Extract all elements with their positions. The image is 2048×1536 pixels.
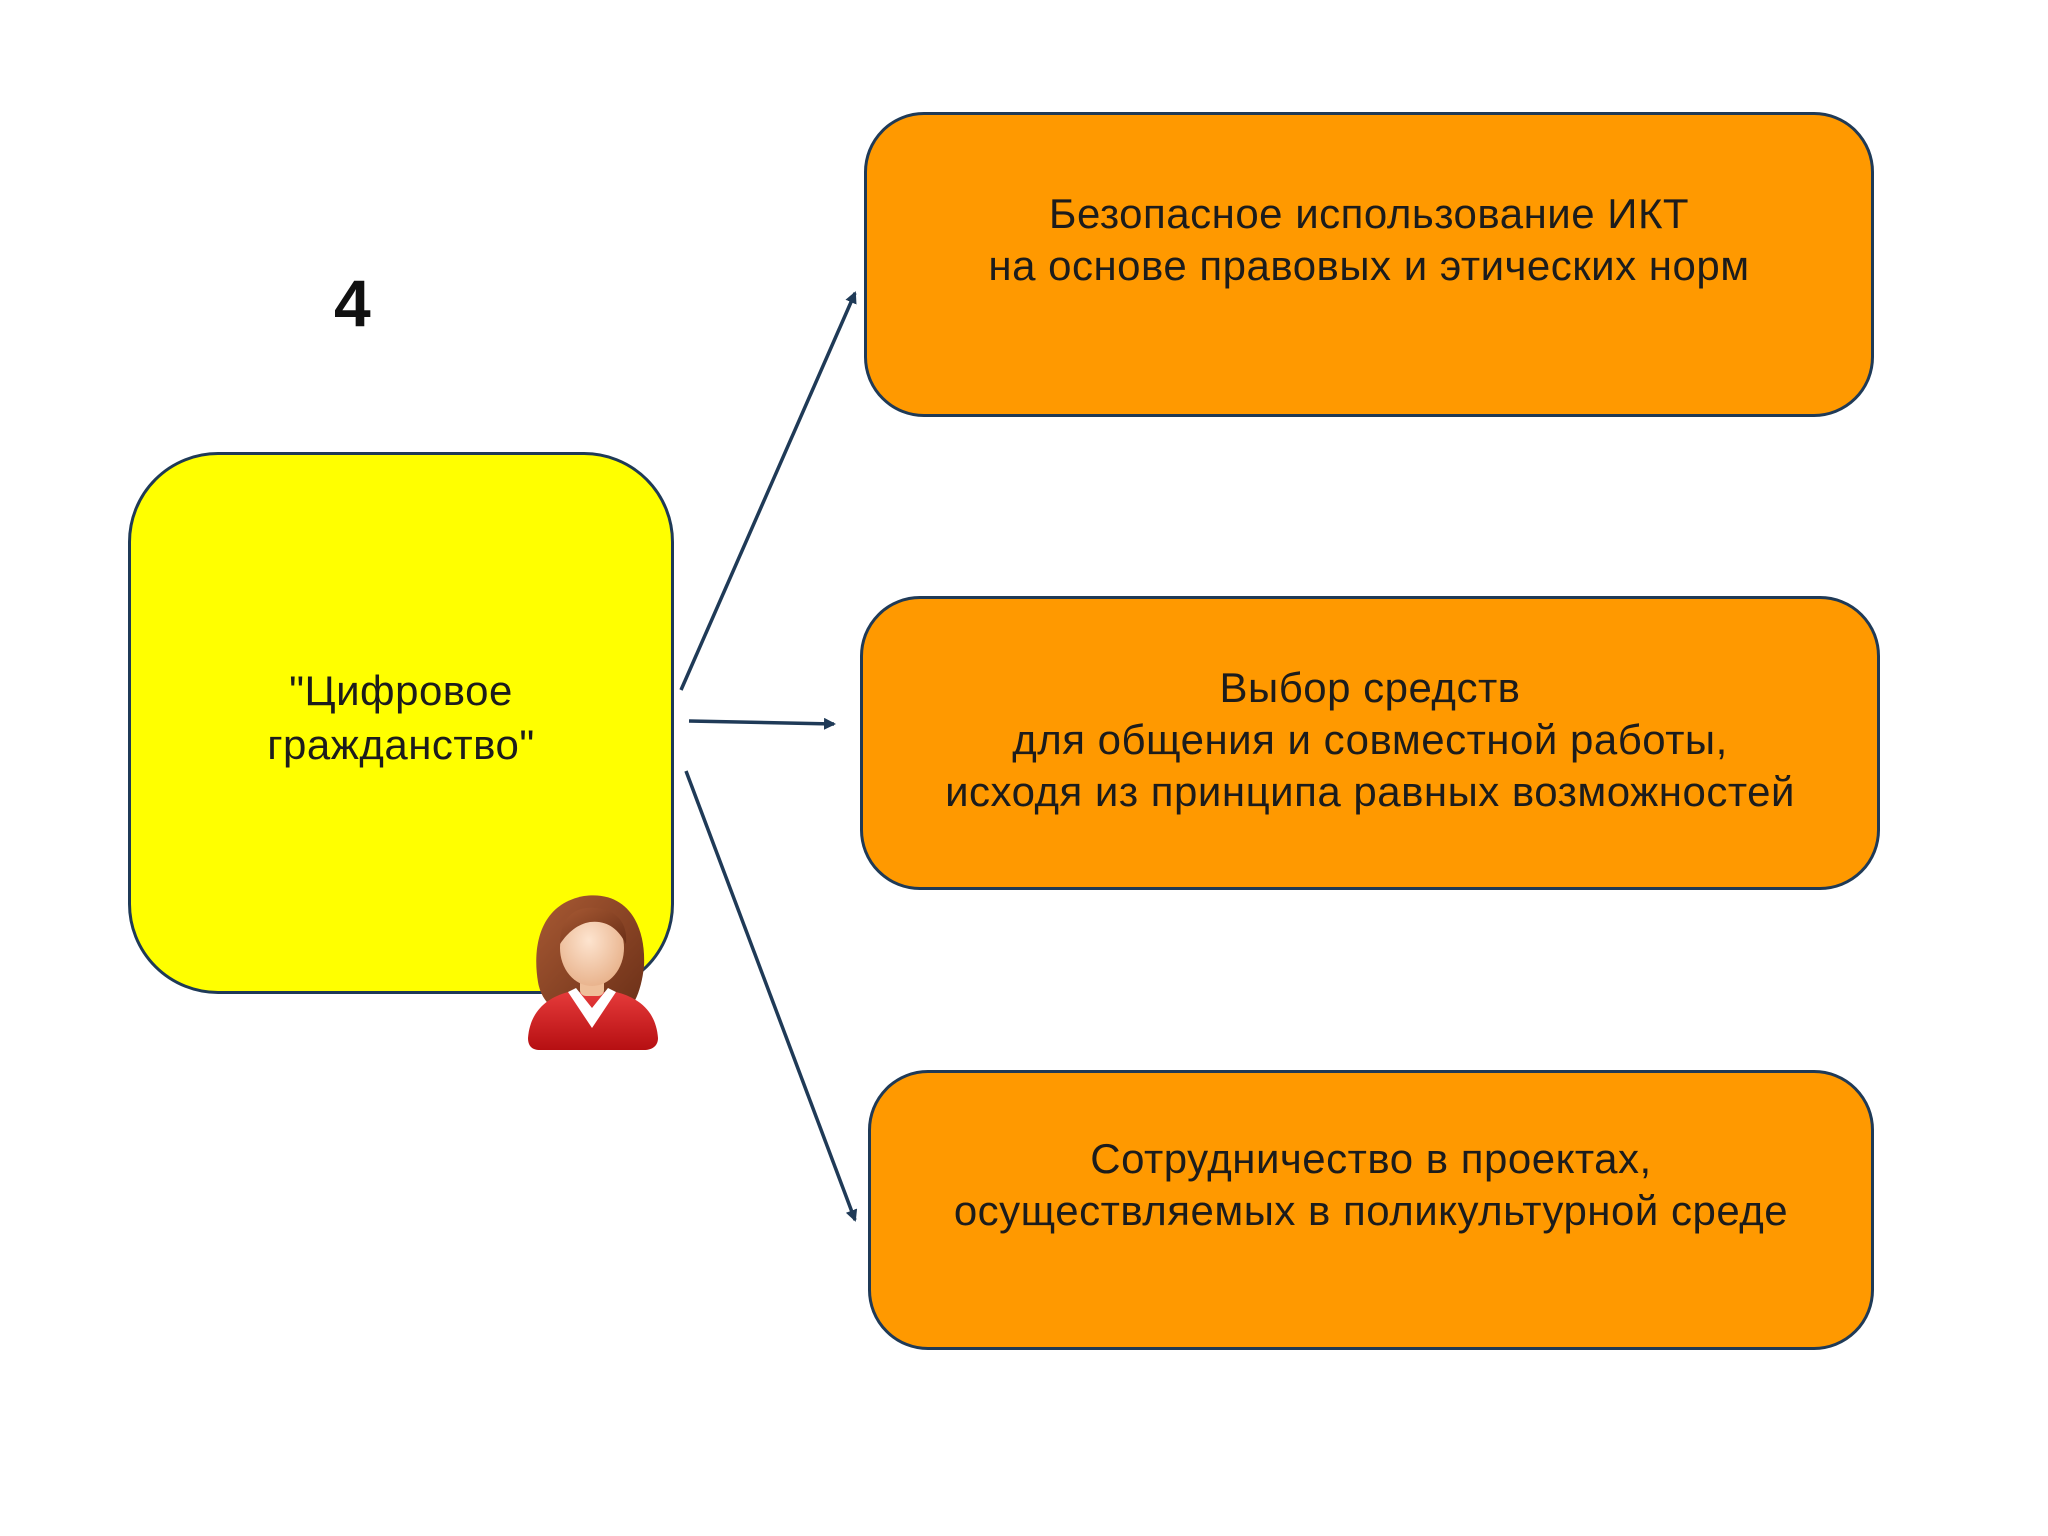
outcome-node-safe-ict-use: Безопасное использование ИКТ на основе п… — [864, 112, 1874, 417]
arrow-to-outcome-3 — [684, 770, 858, 1222]
outcome-node-multicultural-collaboration: Сотрудничество в проектах, осуществляемы… — [868, 1070, 1874, 1350]
slide-number: 4 — [334, 266, 371, 340]
arrow-to-outcome-2 — [688, 717, 836, 730]
arrow-to-outcome-1 — [679, 291, 857, 691]
outcome-node-communication-tools: Выбор средств для общения и совместной р… — [860, 596, 1880, 890]
user-woman-icon — [528, 895, 658, 1050]
